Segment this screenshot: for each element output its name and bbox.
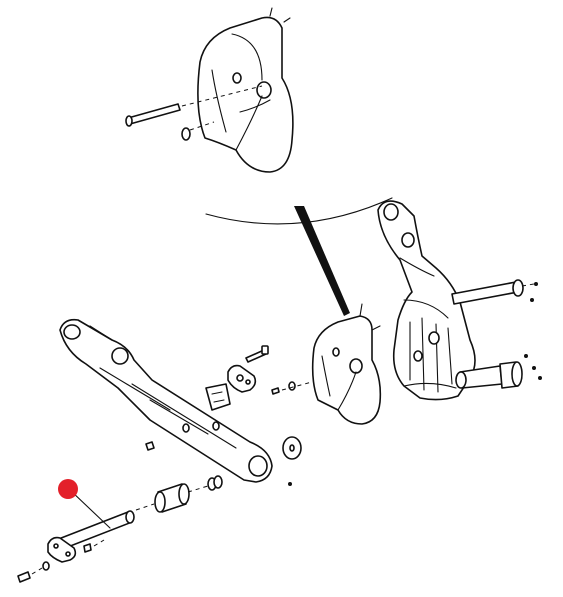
mount-bolt	[227, 345, 269, 393]
detail-inset	[125, 7, 393, 316]
pivot-pin	[17, 510, 135, 583]
flat-washer	[282, 436, 302, 460]
spring-washer	[207, 475, 223, 491]
inset-boundary-arc	[205, 197, 393, 225]
inset-clip	[181, 121, 215, 141]
arm-nut	[145, 441, 292, 486]
housing-fasteners	[271, 381, 313, 395]
detail-pointer	[294, 206, 350, 316]
inset-pin	[125, 85, 263, 127]
bushing	[135, 483, 209, 513]
bracket-housing	[311, 303, 382, 425]
callout-leader	[69, 489, 111, 529]
upright-bracket	[377, 200, 476, 401]
bracket-housing-detail	[197, 7, 294, 173]
upper-shaft	[451, 279, 538, 305]
lower-shaft	[455, 354, 542, 389]
lower-arm	[59, 318, 273, 483]
highlight-marker-dot[interactable]	[58, 479, 78, 499]
rubber-block	[205, 383, 231, 411]
